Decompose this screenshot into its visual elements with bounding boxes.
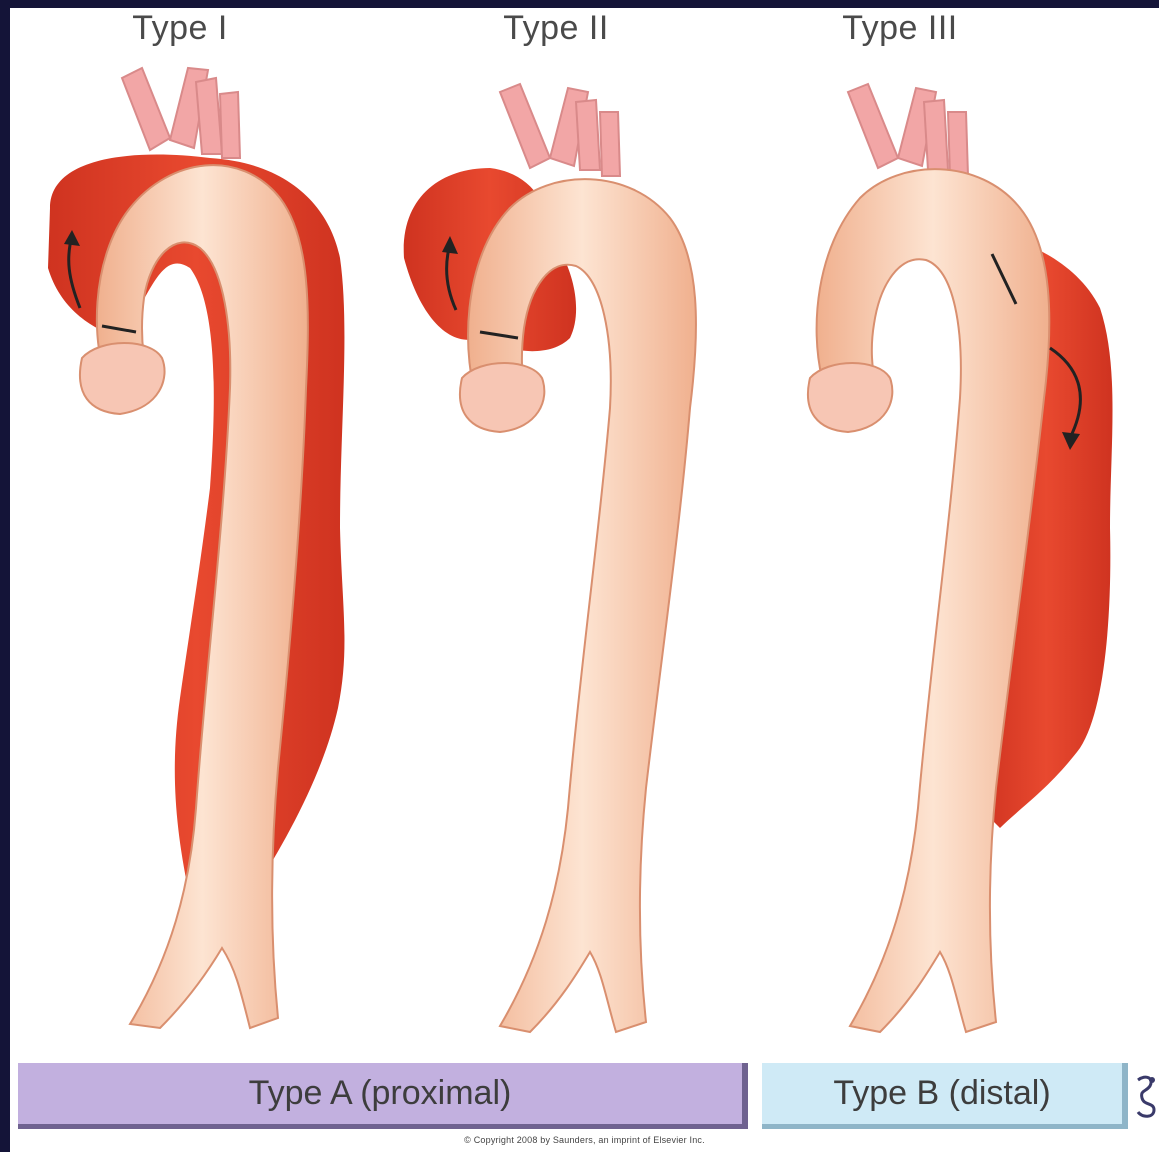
copyright-notice: © Copyright 2008 by Saunders, an imprint… <box>10 1135 1159 1145</box>
aortic-dissection-illustration <box>10 8 1159 1152</box>
aortic-root-type-3 <box>808 363 892 432</box>
aortic-wall-type-2 <box>468 179 696 1032</box>
aorta-type-3 <box>808 84 1113 1032</box>
arch-vessels-type-3 <box>848 84 968 176</box>
type-2-label: Type II <box>446 8 666 56</box>
type-3-label: Type III <box>790 8 1010 56</box>
publisher-logo-icon <box>1132 1068 1159 1124</box>
aortic-root-type-2 <box>460 363 544 432</box>
diagram-canvas: Type I Type II Type III Type A (proximal… <box>10 8 1159 1152</box>
type-b-label: Type B (distal) <box>833 1074 1050 1113</box>
type-a-label: Type A (proximal) <box>249 1074 512 1113</box>
type-a-proximal-band: Type A (proximal) <box>18 1063 748 1129</box>
type-b-distal-band: Type B (distal) <box>762 1063 1128 1129</box>
arch-vessels-type-1 <box>122 68 240 158</box>
arch-vessels-type-2 <box>500 84 620 176</box>
aorta-type-2 <box>404 84 696 1032</box>
aorta-type-1 <box>48 68 344 1028</box>
aortic-root-type-1 <box>80 343 165 414</box>
type-1-label: Type I <box>70 8 290 56</box>
